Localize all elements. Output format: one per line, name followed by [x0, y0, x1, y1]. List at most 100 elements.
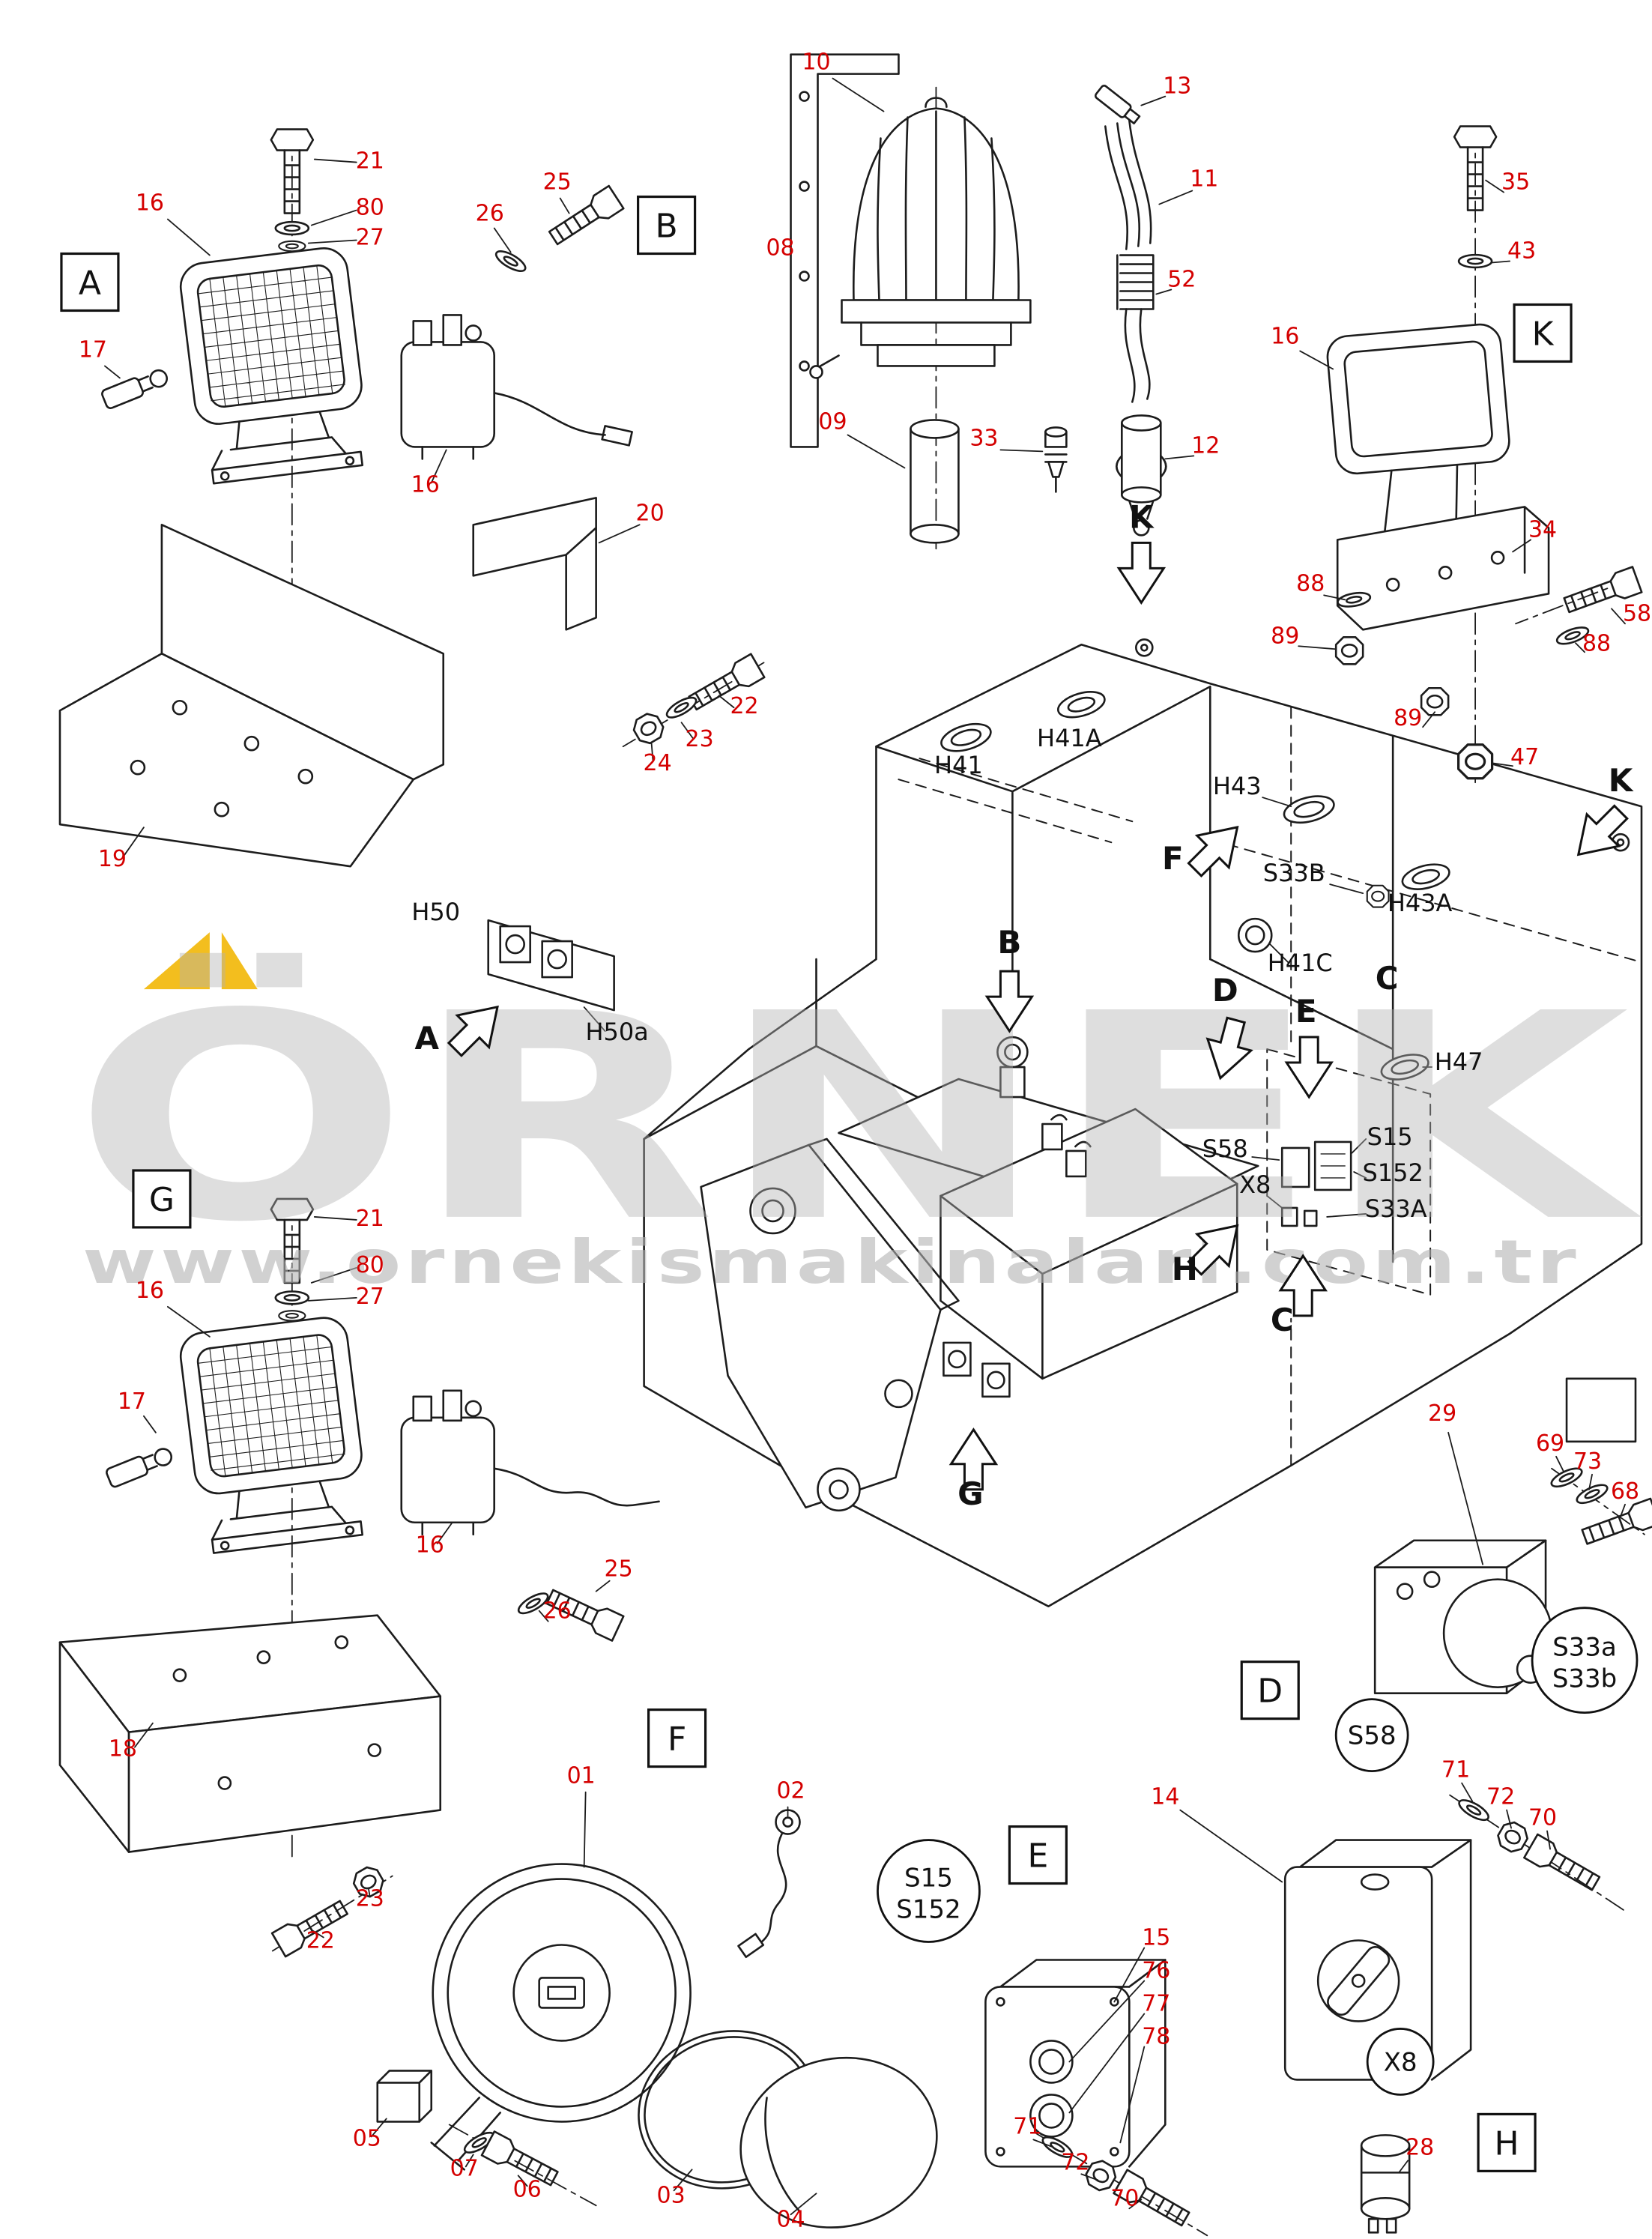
nut-icon	[1420, 686, 1450, 716]
callout-71: 71	[1013, 2113, 1041, 2139]
direction-arrow	[1576, 804, 1629, 856]
cover-04	[739, 2056, 938, 2229]
bracket-19	[160, 524, 445, 781]
callout-78: 78	[1142, 2023, 1170, 2049]
part-label-H47: H47	[1435, 1048, 1483, 1076]
callout-25: 25	[605, 1556, 633, 1583]
bulb-icon	[100, 365, 172, 411]
callout-26: 26	[543, 1598, 572, 1625]
washer-icon	[663, 692, 701, 722]
callout-29: 29	[1428, 1400, 1456, 1427]
callout-05: 05	[353, 2125, 381, 2151]
cable-11	[1104, 119, 1152, 250]
coil-52	[1116, 254, 1155, 310]
circle-label-S58: S58	[1334, 1698, 1409, 1773]
arrow-letter-K: K	[1129, 498, 1155, 535]
callout-17: 17	[79, 336, 107, 363]
work-light-assembly-k	[1298, 125, 1643, 784]
callout-16: 16	[1271, 323, 1299, 349]
callout-43: 43	[1507, 238, 1536, 265]
callout-16: 16	[136, 1278, 164, 1304]
section-box-letter: E	[1027, 1837, 1048, 1876]
callout-88: 88	[1582, 630, 1611, 656]
callout-10: 10	[802, 49, 830, 76]
callout-52: 52	[1167, 267, 1196, 293]
beacon-assembly	[790, 53, 1195, 550]
work-light	[1325, 321, 1517, 537]
callout-89: 89	[1394, 705, 1422, 731]
callout-24: 24	[644, 750, 672, 776]
relay	[400, 314, 496, 460]
watermark-brand: ÖRNEK	[72, 950, 1645, 1284]
section-box-G: G	[132, 1169, 192, 1229]
circle-label-ring	[1334, 1698, 1409, 1773]
section-box-frame	[60, 252, 120, 312]
callout-17: 17	[118, 1389, 146, 1415]
callout-27: 27	[356, 225, 384, 251]
section-box-letter: B	[656, 208, 678, 246]
machine-body	[487, 638, 1643, 1608]
section-box-F: F	[647, 1708, 707, 1768]
plug-33	[1044, 426, 1068, 493]
arrow-letter-G: G	[957, 1475, 983, 1512]
pole-09	[910, 419, 960, 439]
watermark: ÖRNEK www.ornekismakinalari.com.tr	[72, 932, 1645, 1297]
callout-21: 21	[356, 148, 384, 175]
arrow-letter-K: K	[1609, 762, 1634, 799]
work-light	[177, 244, 372, 486]
section-box-frame	[1240, 1661, 1300, 1720]
lamp-h43	[1283, 795, 1335, 824]
part-label-H41A: H41A	[1037, 724, 1102, 752]
section-box-H: H	[1477, 2112, 1537, 2172]
switch-s33a	[1303, 1209, 1318, 1227]
nut-icon	[629, 709, 668, 749]
callout-03: 03	[657, 2182, 686, 2208]
section-box-D: D	[1240, 1661, 1300, 1720]
callout-89: 89	[1271, 623, 1299, 649]
callout-25: 25	[543, 169, 572, 196]
callout-80: 80	[356, 1252, 384, 1278]
callout-72: 72	[1061, 2149, 1089, 2175]
bracket-20	[472, 497, 597, 631]
arrow-letter-C: C	[1376, 960, 1399, 997]
callout-16: 16	[416, 1532, 444, 1559]
section-box-E: E	[1008, 1825, 1068, 1885]
work-light	[177, 1314, 372, 1556]
arrow-letter-A: A	[414, 1020, 439, 1057]
direction-arrow	[1187, 825, 1239, 878]
callout-14: 14	[1151, 1784, 1179, 1810]
switch-box-e	[984, 1947, 1208, 2237]
callout-58: 58	[1623, 600, 1651, 626]
lamp-h43a	[1401, 863, 1450, 890]
direction-arrow	[1278, 1254, 1328, 1317]
bolt-icon	[1523, 1833, 1604, 1897]
section-box-A: A	[60, 252, 120, 312]
lamp-h41a	[1057, 691, 1106, 719]
callout-28: 28	[1406, 2134, 1434, 2160]
washer-icon	[274, 220, 310, 236]
section-box-frame	[132, 1169, 192, 1229]
block-05	[376, 2082, 421, 2123]
callout-22: 22	[306, 1927, 335, 1954]
callout-76: 76	[1142, 1957, 1170, 1983]
relay	[400, 1389, 496, 1536]
part-label-S58: S58	[1202, 1134, 1248, 1163]
callout-69: 69	[1536, 1430, 1564, 1457]
section-box-frame	[1477, 2112, 1537, 2172]
switch-box-d	[1179, 1782, 1627, 2081]
direction-arrow	[1116, 541, 1167, 605]
direction-arrow	[948, 1427, 999, 1491]
callout-16: 16	[136, 190, 164, 217]
arrow-letter-E: E	[1295, 993, 1317, 1030]
nut-s33b	[1366, 884, 1390, 908]
nut-icon	[1456, 743, 1494, 780]
horn-assembly	[370, 1791, 938, 2229]
callout-13: 13	[1163, 73, 1191, 100]
circle-label-text: S58	[1348, 1721, 1397, 1751]
circle-label-ring	[1531, 1607, 1639, 1714]
section-box-letter: A	[79, 264, 101, 302]
washer-icon	[278, 1310, 306, 1322]
direction-arrow	[1187, 1224, 1239, 1276]
part-label-S33B: S33B	[1263, 859, 1325, 887]
